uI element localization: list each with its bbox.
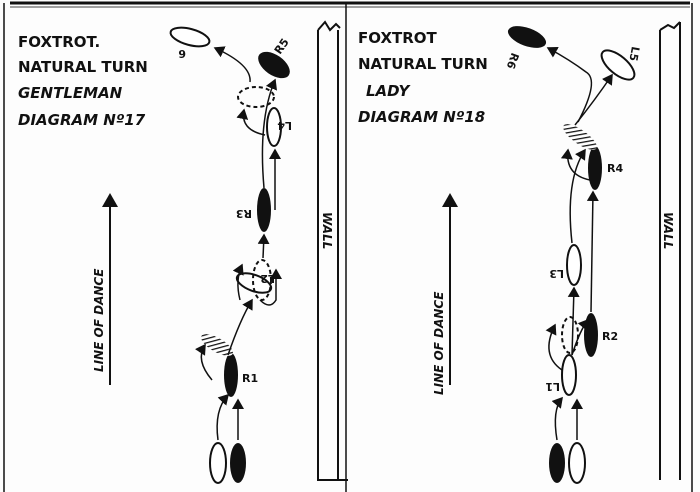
step-r1-foot	[224, 353, 238, 397]
step-label-l5: L5	[626, 45, 641, 62]
step-l3-foot	[566, 244, 582, 286]
step-label-l3: L3	[549, 267, 564, 280]
step-6-foot	[169, 26, 211, 48]
gentleman-diagram: FOXTROT. NATURAL TURN GENTLEMAN DIAGRAM …	[18, 20, 348, 484]
step-paths	[195, 46, 282, 441]
wall-strip	[317, 20, 348, 481]
step-paths	[545, 47, 613, 441]
right-title-4: DIAGRAM Nº18	[358, 108, 485, 126]
step-l5-foot	[600, 49, 636, 81]
step-r5-foot	[258, 51, 290, 79]
step-label-l1: L1	[545, 380, 560, 393]
left-title-1: FOXTROT.	[18, 33, 100, 51]
line-of-dance-label: LINE OF DANCE	[432, 291, 446, 395]
step-hatched-foot	[563, 124, 597, 150]
right-title-1: FOXTROT	[358, 29, 438, 47]
step-r2-foot	[584, 313, 598, 357]
start-left-foot	[209, 442, 227, 484]
step-label-r5: R5	[272, 36, 292, 57]
left-title-2: NATURAL TURN	[18, 58, 148, 76]
step-l2-foot	[235, 272, 273, 294]
step-label-r2: R2	[602, 330, 618, 343]
lady-diagram: FOXTROT NATURAL TURN LADY DIAGRAM Nº18 L…	[358, 21, 681, 484]
step-l4-foot	[266, 107, 282, 147]
start-left-foot	[568, 442, 586, 484]
step-l1-foot	[561, 354, 577, 396]
step-l1-dashed	[561, 316, 579, 354]
step-r3-foot	[257, 188, 271, 232]
wall-label: WALL	[661, 212, 675, 249]
step-label-l2: L2	[260, 272, 275, 285]
step-r6-foot	[507, 26, 547, 48]
right-title-2: NATURAL TURN	[358, 55, 488, 73]
step-label-r1: R1	[242, 372, 258, 385]
step-label-r6: R6	[504, 51, 522, 71]
wall-label: WALL	[320, 212, 334, 249]
right-title-3: LADY	[366, 82, 411, 100]
step-label-r4: R4	[607, 162, 623, 175]
step-hatched-foot	[201, 334, 233, 356]
start-right-foot	[549, 443, 565, 483]
left-title-3: GENTLEMAN	[18, 84, 123, 102]
left-title-4: DIAGRAM Nº17	[18, 111, 146, 129]
step-l4-dashed	[237, 86, 275, 108]
wall-strip	[659, 21, 681, 480]
step-l2-dashed	[252, 259, 272, 301]
step-r4-foot	[588, 146, 602, 190]
step-label-l4: L4	[277, 119, 292, 132]
step-label-r3: R3	[236, 207, 252, 220]
start-right-foot	[230, 443, 246, 483]
line-of-dance-label: LINE OF DANCE	[92, 268, 106, 372]
step-label-6: 6	[178, 47, 186, 60]
